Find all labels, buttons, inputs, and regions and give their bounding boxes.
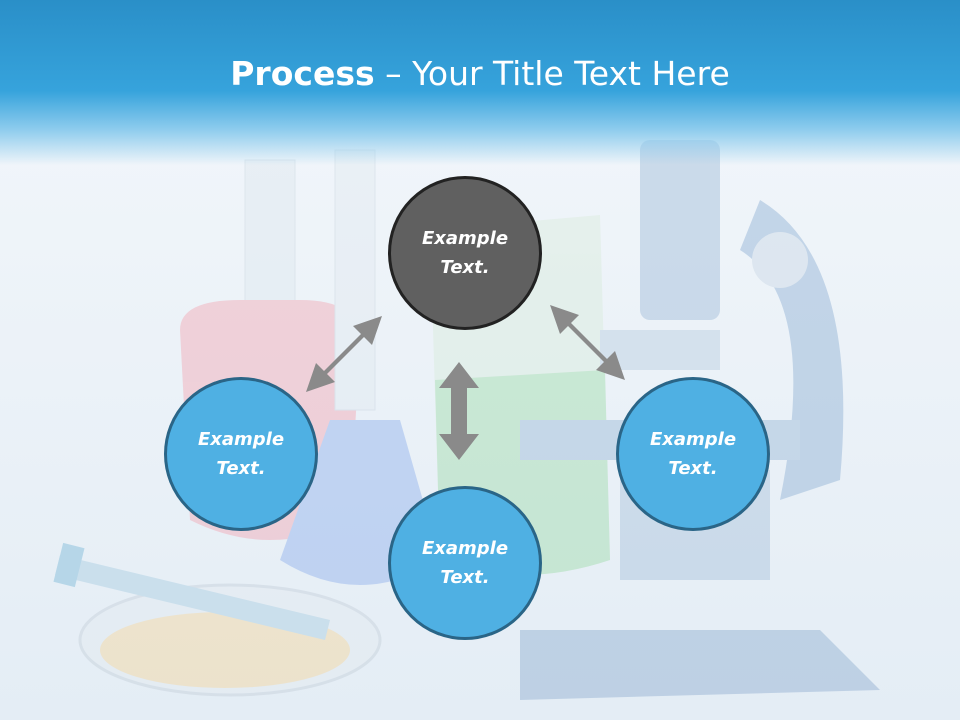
- node-label: Example Text.: [421, 228, 509, 278]
- node-label: Example Text.: [197, 429, 285, 479]
- process-node-top[interactable]: Example Text.: [388, 176, 542, 330]
- process-node-right[interactable]: Example Text.: [616, 377, 770, 531]
- title-bold: Process: [230, 54, 375, 93]
- arrow-vertical: [439, 362, 479, 460]
- node-label: Example Text.: [649, 429, 737, 479]
- process-node-left[interactable]: Example Text.: [164, 377, 318, 531]
- arrow-top-right: [550, 305, 625, 380]
- slide-title[interactable]: Process – Your Title Text Here: [0, 52, 960, 96]
- title-rest: – Your Title Text Here: [385, 54, 730, 93]
- node-label: Example Text.: [421, 538, 509, 588]
- arrow-top-left: [306, 316, 382, 392]
- process-node-bottom[interactable]: Example Text.: [388, 486, 542, 640]
- title-bar: [0, 0, 960, 165]
